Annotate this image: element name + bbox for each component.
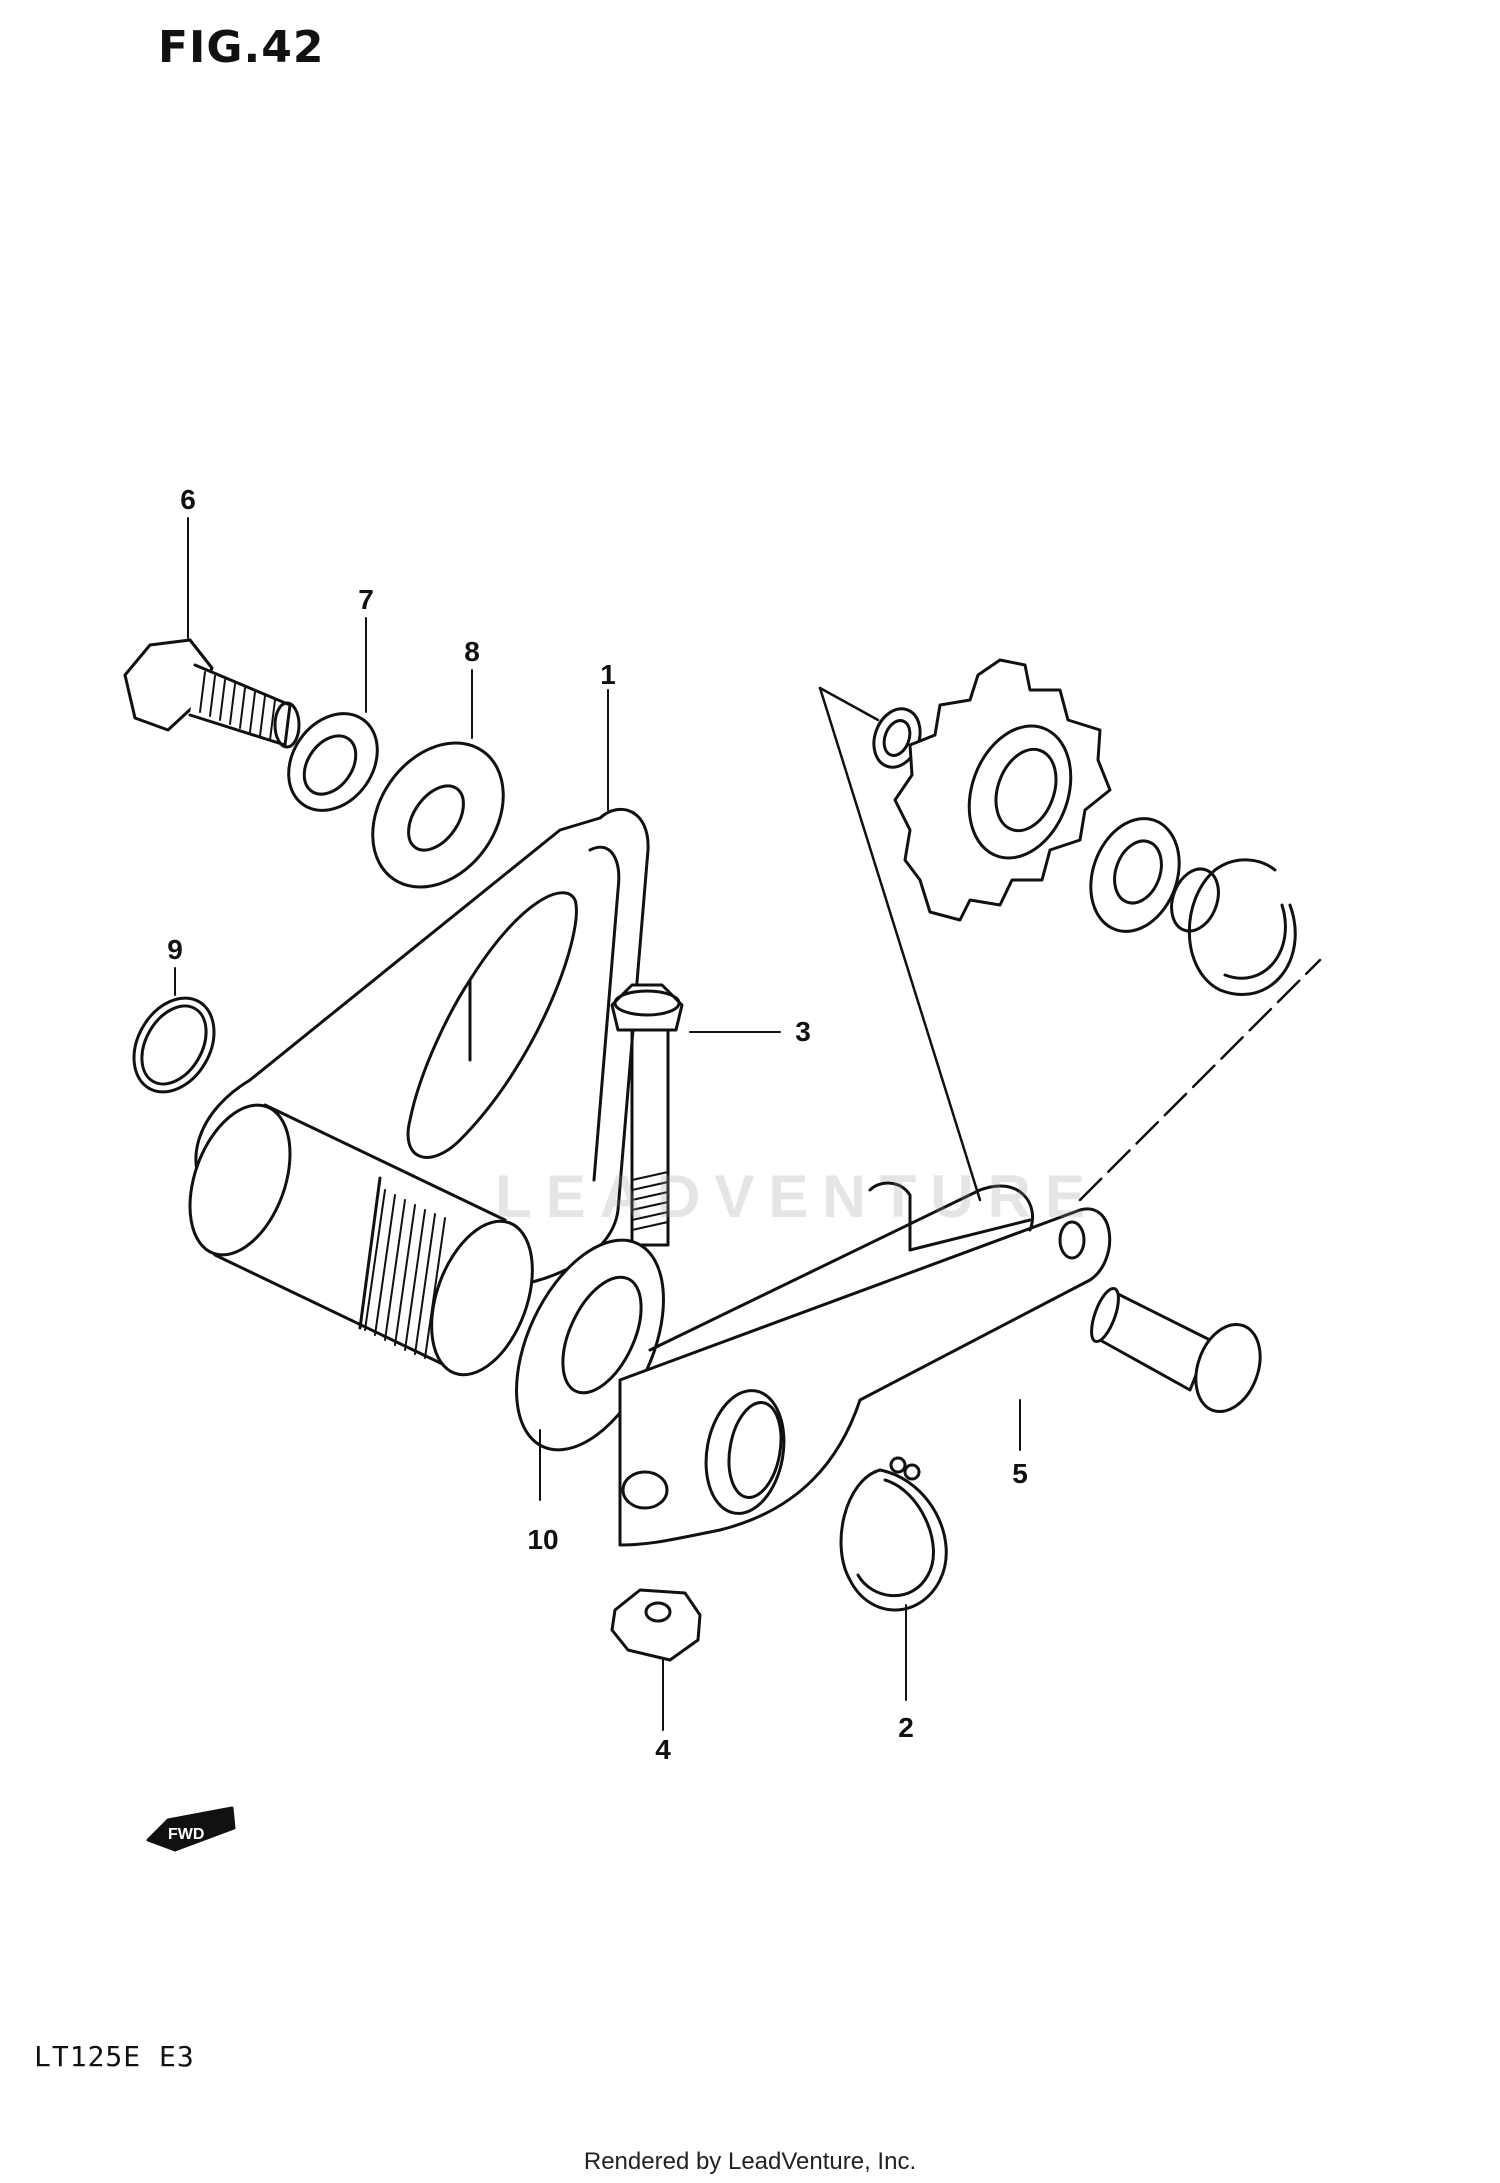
washer-7-part (287, 712, 379, 812)
bolt-6-part (123, 638, 301, 749)
o-ring-9-part (132, 996, 216, 1094)
pin-part (1090, 1286, 1262, 1414)
fwd-arrow-icon: FWD (146, 1806, 236, 1852)
callout-8[interactable]: 8 (464, 636, 480, 667)
roller-assembly-part (872, 658, 1297, 996)
callout-6[interactable]: 6 (180, 484, 196, 515)
pivot-shaft-part (188, 1103, 534, 1377)
callout-2[interactable]: 2 (898, 1712, 914, 1743)
fwd-label: FWD (168, 1826, 204, 1843)
tensioner-arm-5-part (618, 1181, 1112, 1547)
washer-8-part (371, 741, 505, 889)
callout-9[interactable]: 9 (167, 934, 183, 965)
nut-4-part (610, 1588, 702, 1662)
figure-title: FIG.42 (158, 22, 325, 73)
circlip-2-part (839, 1456, 948, 1612)
bolt-3-part (610, 983, 684, 1247)
render-credit: Rendered by LeadVenture, Inc. (583, 2148, 917, 2175)
callout-4[interactable]: 4 (655, 1734, 671, 1765)
callout-7[interactable]: 7 (358, 584, 374, 615)
leader-lines (174, 517, 1021, 1731)
watermark: LEADVENTURE (495, 1163, 1100, 1230)
callout-1[interactable]: 1 (600, 659, 616, 690)
callout-5[interactable]: 5 (1012, 1458, 1028, 1489)
exploded-view-outline (818, 686, 1322, 1202)
model-code: LT125E E3 (34, 2040, 195, 2073)
callout-10[interactable]: 10 (527, 1524, 559, 1555)
callout-3[interactable]: 3 (795, 1016, 811, 1047)
